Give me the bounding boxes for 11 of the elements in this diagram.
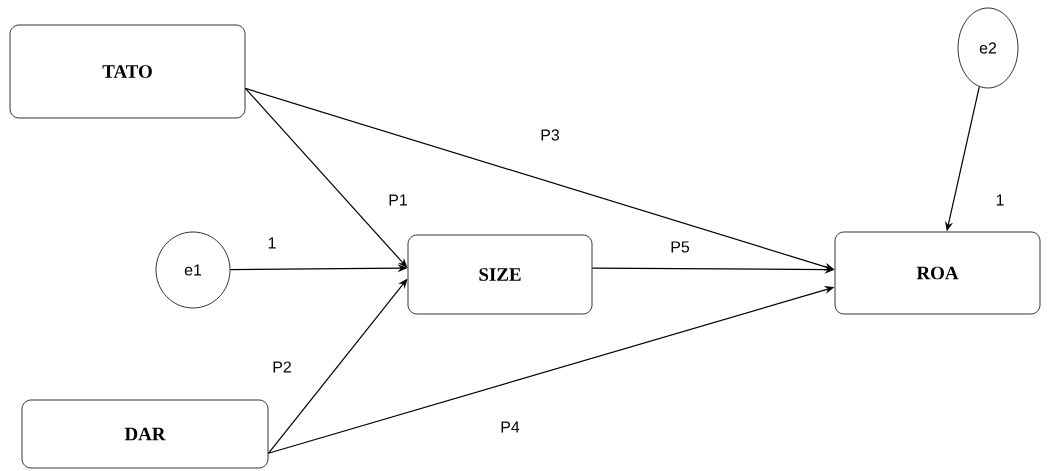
process-box: SIZE xyxy=(407,234,593,315)
process-box: ROA xyxy=(834,231,1041,315)
edge-label: P4 xyxy=(499,420,521,434)
edge-label: 1 xyxy=(994,193,1006,207)
edge-label: 1 xyxy=(266,236,278,250)
edge-label: P3 xyxy=(539,128,561,142)
edge-label: P2 xyxy=(271,360,293,374)
edge-label: P1 xyxy=(387,193,409,207)
edge-label: P5 xyxy=(669,240,691,254)
process-box: TATO xyxy=(9,24,246,119)
process-box: DAR xyxy=(21,399,269,469)
